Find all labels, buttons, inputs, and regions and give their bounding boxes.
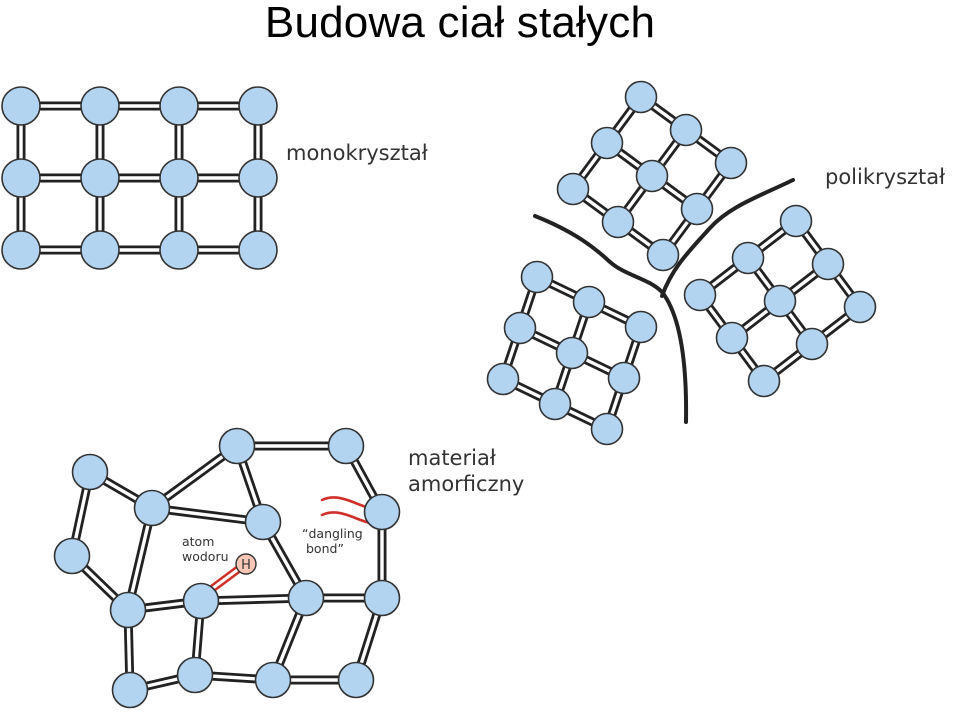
bond-inner xyxy=(151,506,264,524)
atom xyxy=(763,284,797,318)
atom xyxy=(811,247,845,281)
atom xyxy=(646,238,680,272)
atom xyxy=(238,230,278,270)
atom xyxy=(238,86,278,126)
atom xyxy=(337,661,375,699)
grain-boundary-curve xyxy=(533,214,689,424)
atom xyxy=(556,172,590,206)
atom xyxy=(731,241,765,275)
atom xyxy=(590,126,624,160)
atom xyxy=(53,537,91,575)
atom xyxy=(71,453,109,491)
atom xyxy=(538,387,572,421)
atom xyxy=(111,671,149,709)
atom xyxy=(80,158,120,198)
dangling-bond-label-line1: “dangling xyxy=(302,526,363,541)
atom xyxy=(624,80,658,114)
atom xyxy=(109,591,147,629)
atom xyxy=(363,579,401,617)
atom xyxy=(159,86,199,126)
atom xyxy=(635,159,669,193)
grain-boundary-curve xyxy=(660,178,795,298)
atom xyxy=(80,86,120,126)
polycrystal-label: polikryształ xyxy=(825,165,945,189)
atom xyxy=(555,336,589,370)
atom xyxy=(795,327,829,361)
atom xyxy=(683,278,717,312)
atom xyxy=(363,493,401,531)
dangling-bond-label-line2: bond” xyxy=(306,541,344,556)
atom xyxy=(601,205,635,239)
atom xyxy=(572,285,606,319)
atom xyxy=(133,489,171,527)
atoms: H xyxy=(1,80,877,709)
atom xyxy=(779,204,813,238)
grain-boundaries xyxy=(533,178,795,424)
hydrogen-label-line1: atom xyxy=(182,534,214,549)
amorphous-label-line1: materiał xyxy=(408,446,496,470)
atom xyxy=(182,582,220,620)
hydrogen-symbol: H xyxy=(241,558,251,573)
atom xyxy=(747,364,781,398)
hydrogen-label-line2: wodoru xyxy=(182,549,229,564)
atom xyxy=(1,230,41,270)
atom xyxy=(327,427,365,465)
monocrystal-label: monokryształ xyxy=(286,141,428,165)
atom xyxy=(80,230,120,270)
atom xyxy=(244,503,282,541)
atom xyxy=(714,146,748,180)
atom xyxy=(486,362,520,396)
atom xyxy=(238,158,278,198)
atom xyxy=(287,579,325,617)
atom xyxy=(159,158,199,198)
atom xyxy=(680,192,714,226)
atom xyxy=(607,361,641,395)
atom xyxy=(520,260,554,294)
atom xyxy=(503,311,537,345)
atom-bonds xyxy=(16,93,864,695)
atom xyxy=(254,661,292,699)
atom xyxy=(159,230,199,270)
atom xyxy=(1,86,41,126)
atom xyxy=(843,290,877,324)
hydrogen-atom xyxy=(235,553,257,575)
atom xyxy=(624,310,658,344)
atom xyxy=(1,158,41,198)
atom xyxy=(669,113,703,147)
atom xyxy=(590,412,624,446)
slide-title: Budowa ciał stałych xyxy=(264,0,656,47)
atom xyxy=(176,656,214,694)
amorphous-label-line2: amorficzny xyxy=(408,472,524,496)
atom xyxy=(218,427,256,465)
atom xyxy=(715,321,749,355)
